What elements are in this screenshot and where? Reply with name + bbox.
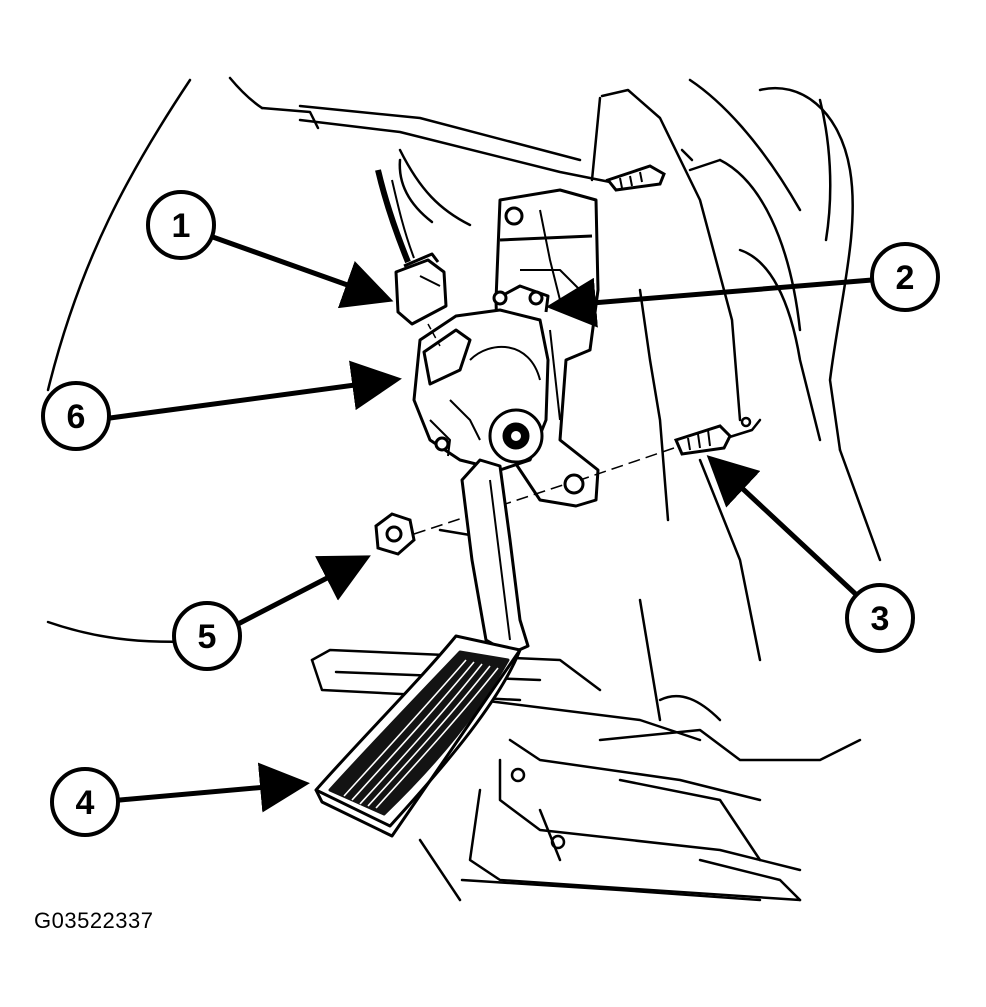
electrical-connector — [375, 169, 448, 347]
callout-arrows — [107, 233, 875, 813]
callout-4: 4 — [50, 767, 120, 837]
callout-2: 2 — [870, 242, 940, 312]
callout-label-3: 3 — [871, 600, 890, 638]
figure-id-label: G03522337 — [34, 908, 154, 933]
callout-label-1: 1 — [172, 207, 191, 245]
vehicle-body-outline — [46, 76, 882, 902]
callout-arrow-1 — [207, 233, 394, 309]
callout-arrow-2 — [546, 277, 875, 328]
callout-arrow-3 — [706, 455, 865, 603]
mounting-nut — [374, 483, 567, 556]
upper-mounting-stud — [605, 164, 666, 192]
callout-arrow-6 — [107, 360, 402, 421]
accelerator-pedal — [314, 458, 530, 838]
mounting-stud — [579, 424, 732, 481]
callout-label-4: 4 — [76, 784, 95, 822]
callout-1: 1 — [146, 190, 216, 260]
callout-label-2: 2 — [896, 259, 915, 297]
callout-label-6: 6 — [67, 398, 86, 436]
pedal-position-sensor — [412, 284, 550, 472]
callout-arrow-4 — [117, 762, 310, 813]
callout-arrow-5 — [235, 555, 371, 627]
callout-6: 6 — [41, 381, 111, 451]
callout-label-5: 5 — [198, 618, 217, 656]
callout-5: 5 — [172, 601, 242, 671]
callout-3: 3 — [845, 583, 915, 653]
